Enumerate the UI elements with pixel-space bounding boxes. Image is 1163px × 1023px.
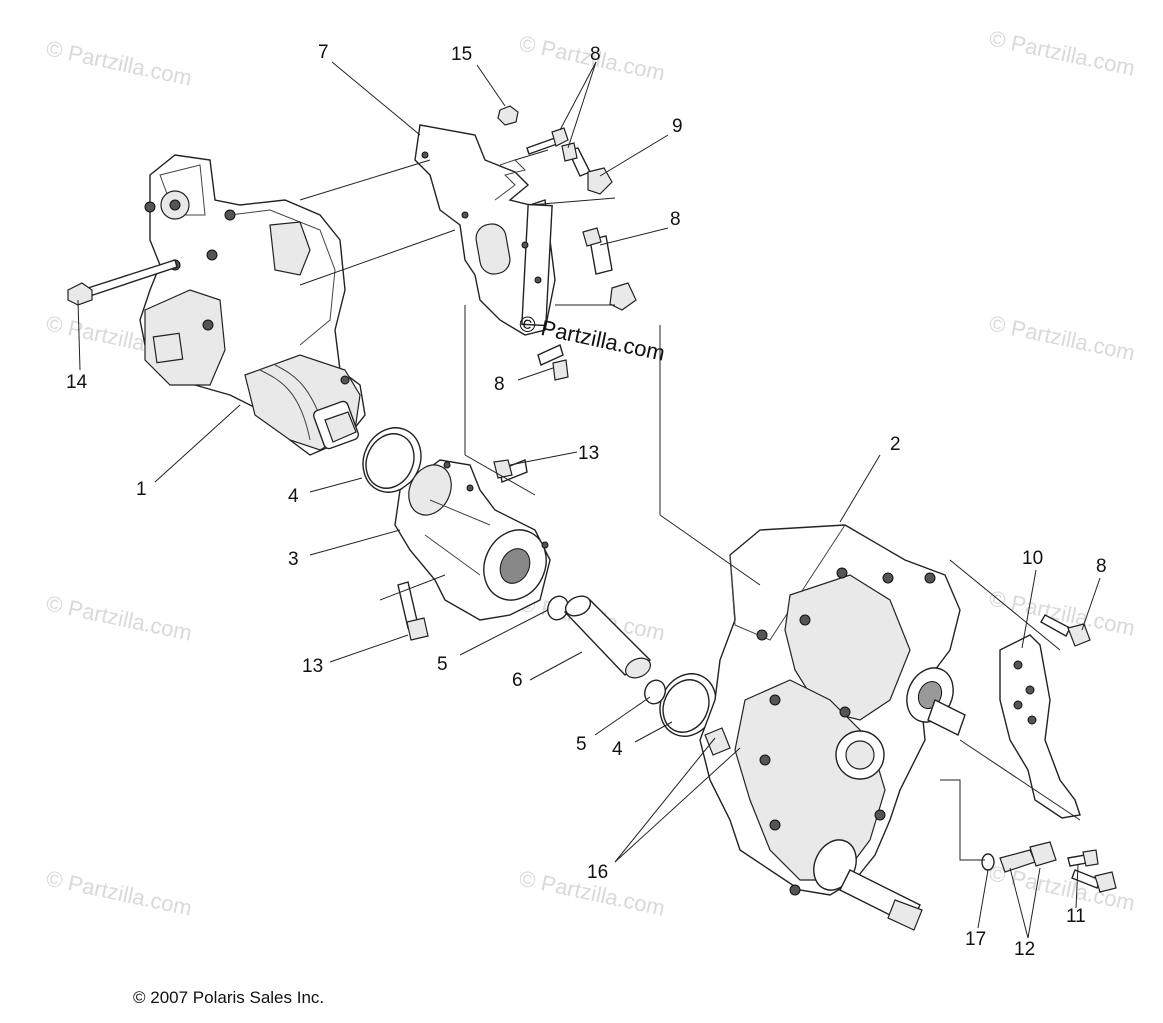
mounting-bracket-part-7 (414, 124, 556, 336)
bolt-part-8-middle (589, 235, 613, 275)
callout-6: 6 (512, 670, 523, 691)
watermark: © Partzilla.com (987, 310, 1137, 365)
callout-8: 8 (494, 374, 505, 395)
coupler-housing-part-3 (394, 459, 551, 621)
bolt-part-8-lower (537, 344, 564, 366)
callout-12: 12 (1014, 939, 1035, 960)
o-ring-part-17 (981, 853, 995, 871)
callout-10: 10 (1022, 548, 1043, 569)
callout-5: 5 (437, 654, 448, 675)
bolt-part-8-bottom-right (1071, 869, 1101, 889)
transmission-part-2 (699, 524, 966, 931)
callout-11: 11 (1066, 906, 1086, 927)
watermark: © Partzilla.com (987, 25, 1137, 80)
callout-7: 7 (318, 42, 329, 63)
callout-15: 15 (451, 44, 472, 65)
callout-4: 4 (612, 739, 623, 760)
callout-8: 8 (670, 209, 681, 230)
callout-14: 14 (66, 372, 88, 393)
callout-4: 4 (288, 486, 299, 507)
callout-5: 5 (576, 734, 587, 755)
callout-8: 8 (1096, 556, 1107, 577)
callout-13: 13 (302, 656, 323, 677)
bolt-part-8-right (1040, 614, 1071, 637)
callout-1: 1 (136, 479, 147, 500)
callout-labels: 1 2 3 4 4 5 5 6 7 8 8 8 8 9 10 11 12 13 … (66, 42, 1107, 960)
sensor-hardware (981, 841, 1099, 873)
watermark: © Partzilla.com (44, 35, 194, 90)
watermark: © Partzilla.com (44, 865, 194, 920)
callout-13: 13 (578, 443, 599, 464)
o-ring-part-4 (362, 427, 717, 737)
assembly-reference-lines (299, 149, 1081, 861)
hardware-parts (397, 105, 1117, 893)
input-shaft-part-16 (704, 727, 731, 756)
copyright-notice: © 2007 Polaris Sales Inc. (133, 988, 325, 1007)
callout-8: 8 (590, 44, 601, 65)
callout-2: 2 (890, 434, 901, 455)
spacer-part-9 (587, 167, 613, 195)
rear-bracket-part-10 (999, 634, 1081, 819)
watermark: © Partzilla.com (44, 590, 194, 645)
callout-3: 3 (288, 549, 299, 570)
callout-9: 9 (672, 116, 683, 137)
shaft-coupler-part-6 (563, 595, 652, 679)
callout-16: 16 (587, 862, 608, 883)
callout-leaders (77, 61, 1101, 939)
front-gearcase-part-1 (139, 154, 366, 456)
callout-17: 17 (965, 929, 986, 950)
nut-part-15 (497, 105, 519, 126)
snap-ring-part-5 (547, 595, 666, 705)
long-bolt-part-14 (67, 259, 178, 306)
